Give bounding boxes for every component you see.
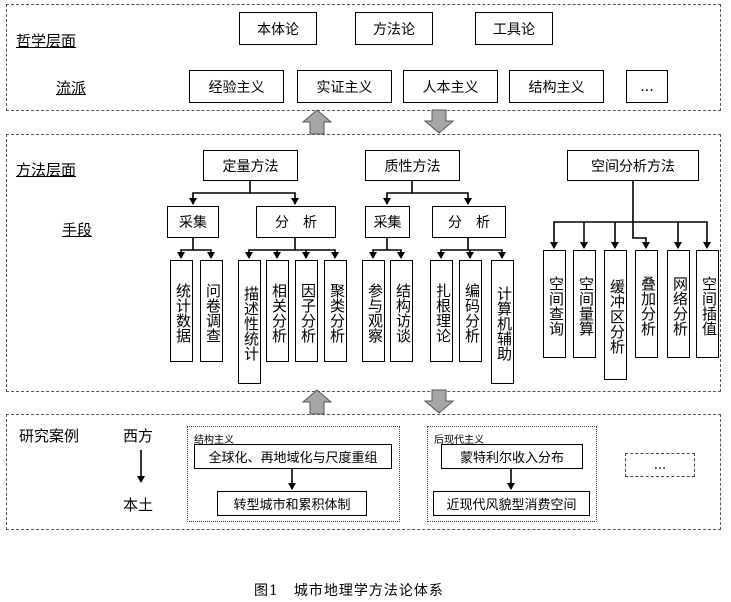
figure-caption: 图1 城市地理学方法论体系 bbox=[254, 583, 444, 599]
leaf-cluster-analysis: 聚类分析 bbox=[324, 260, 347, 362]
leaf-buffer-analysis: 缓冲区分析 bbox=[604, 250, 627, 380]
west-label: 西方 bbox=[123, 427, 154, 445]
leaf-spatial-measurement: 空间量算 bbox=[573, 250, 596, 358]
local-label: 本土 bbox=[123, 496, 154, 514]
theory-ontology: 本体论 bbox=[239, 12, 317, 45]
leaf-correlation-analysis: 相关分析 bbox=[266, 260, 289, 362]
school-empiricism: 经验主义 bbox=[189, 70, 284, 103]
cases-more: ... bbox=[625, 453, 695, 477]
leaf-structured-interview: 结构访谈 bbox=[390, 260, 413, 362]
qual-collect: 采集 bbox=[365, 206, 410, 238]
theory-instrumentalism: 工具论 bbox=[475, 12, 553, 45]
school-positivism: 实证主义 bbox=[297, 70, 392, 103]
leaf-computer-assisted: 计算机辅助 bbox=[491, 260, 514, 384]
spatial-analysis-method: 空间分析方法 bbox=[567, 150, 699, 181]
structuralism-tag: 结构主义 bbox=[194, 435, 234, 446]
school-structuralism: 结构主义 bbox=[509, 70, 604, 103]
qual-analyze: 分 析 bbox=[432, 206, 506, 238]
cases-section bbox=[6, 414, 721, 530]
schools-label: 流派 bbox=[56, 79, 87, 97]
leaf-statistical-data: 统计数据 bbox=[170, 260, 193, 362]
leaf-spatial-interpolation: 空间插值 bbox=[696, 250, 719, 358]
philosophy-header: 哲学层面 bbox=[16, 32, 77, 50]
cases-more-text: ... bbox=[653, 457, 667, 473]
leaf-factor-analysis: 因子分析 bbox=[295, 260, 318, 362]
school-humanism: 人本主义 bbox=[403, 70, 498, 103]
leaf-spatial-query: 空间查询 bbox=[543, 250, 566, 358]
structuralism-case-group bbox=[187, 426, 400, 522]
cases-header: 研究案例 bbox=[19, 427, 80, 445]
method-header: 方法层面 bbox=[16, 161, 77, 179]
postmodernism-tag: 后现代主义 bbox=[434, 435, 484, 446]
leaf-overlay-analysis: 叠加分析 bbox=[635, 250, 658, 358]
quant-analyze: 分 析 bbox=[256, 206, 336, 238]
quant-collect: 采集 bbox=[167, 206, 219, 238]
method-section bbox=[6, 134, 721, 392]
case-transition-city: 转型城市和累积体制 bbox=[217, 491, 367, 516]
case-globalization: 全球化、再地域化与尺度重组 bbox=[194, 444, 392, 469]
case-consumption-space: 近现代风貌型消费空间 bbox=[433, 491, 590, 516]
leaf-coding-analysis: 编码分析 bbox=[459, 260, 482, 362]
school-more: ... bbox=[626, 70, 668, 103]
postmodernism-case-group bbox=[427, 426, 597, 522]
case-montreal-income: 蒙特利尔收入分布 bbox=[441, 444, 583, 469]
leaf-questionnaire: 问卷调查 bbox=[200, 260, 223, 362]
leaf-grounded-theory: 扎根理论 bbox=[430, 260, 453, 362]
leaf-descriptive-statistics: 描述性统计 bbox=[238, 260, 261, 384]
means-label: 手段 bbox=[62, 221, 93, 239]
theory-methodology: 方法论 bbox=[355, 12, 433, 45]
qualitative-method: 质性方法 bbox=[365, 150, 460, 181]
leaf-participant-observation: 参与观察 bbox=[362, 260, 385, 362]
philosophy-section bbox=[6, 4, 721, 111]
quantitative-method: 定量方法 bbox=[203, 150, 298, 181]
leaf-network-analysis: 网络分析 bbox=[667, 250, 690, 358]
